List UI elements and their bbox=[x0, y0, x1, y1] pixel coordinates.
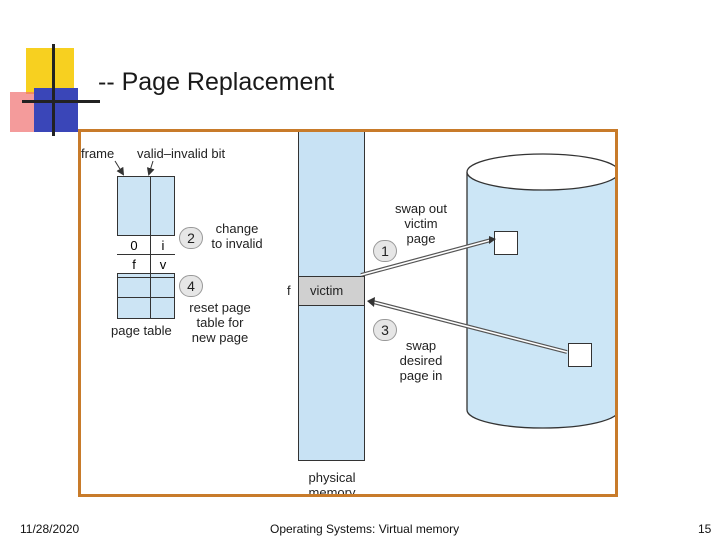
physical-memory-label-line2: memory bbox=[308, 485, 356, 497]
step-3-badge: 3 bbox=[373, 319, 397, 341]
step-1-line3: page bbox=[406, 231, 436, 246]
step-1-badge: 1 bbox=[373, 240, 397, 262]
slide-title: -- Page Replacement bbox=[98, 68, 335, 96]
page-replacement-figure: victim f 0 i f v frame valid–invalid bit… bbox=[78, 129, 618, 497]
step-4-line1: reset page bbox=[189, 300, 251, 315]
victim-label: victim bbox=[310, 283, 344, 298]
page-table-bit-cell: i bbox=[161, 238, 165, 253]
step-3-line1: swap bbox=[405, 338, 437, 353]
decor-vertical-line bbox=[52, 44, 55, 136]
page-table-row: f v bbox=[117, 254, 175, 274]
step-1-line2: victim bbox=[404, 216, 438, 231]
decor-horizontal-line bbox=[22, 100, 100, 103]
step-3-line3: page in bbox=[399, 368, 443, 383]
footer-course: Operating Systems: Virtual memory bbox=[270, 522, 460, 536]
step-4-line2: table for bbox=[196, 315, 244, 330]
physical-memory-label-line1: physical bbox=[308, 470, 356, 485]
footer-date: 11/28/2020 bbox=[20, 522, 80, 536]
page-table-gridline bbox=[117, 297, 175, 298]
footer-page-number: 15 bbox=[698, 522, 712, 536]
page-table-frame-cell: f bbox=[132, 257, 136, 272]
step-1-line1: swap out bbox=[394, 201, 448, 216]
step-2-badge: 2 bbox=[179, 227, 203, 249]
valid-invalid-bit-label: valid–invalid bit bbox=[137, 146, 226, 161]
decor-yellow-square bbox=[26, 48, 74, 94]
arrows-layer bbox=[114, 160, 568, 354]
frame-label: frame bbox=[81, 146, 115, 161]
step-2-line1: change bbox=[215, 221, 259, 236]
disk-desired-page-square bbox=[568, 343, 592, 367]
page-table-gridline bbox=[117, 277, 175, 278]
page-table-bit-cell: v bbox=[159, 257, 167, 272]
step-2-line2: to invalid bbox=[211, 236, 263, 251]
disk-victim-page-square bbox=[494, 231, 518, 255]
frame-f-label: f bbox=[287, 283, 291, 298]
decor-blue-square bbox=[34, 88, 78, 132]
victim-frame bbox=[298, 276, 365, 306]
step-3-line2: desired bbox=[399, 353, 443, 368]
step-4-line3: new page bbox=[191, 330, 249, 345]
page-table-label: page table bbox=[111, 323, 172, 338]
page-table-frame-cell: 0 bbox=[130, 238, 138, 253]
step-4-badge: 4 bbox=[179, 275, 203, 297]
